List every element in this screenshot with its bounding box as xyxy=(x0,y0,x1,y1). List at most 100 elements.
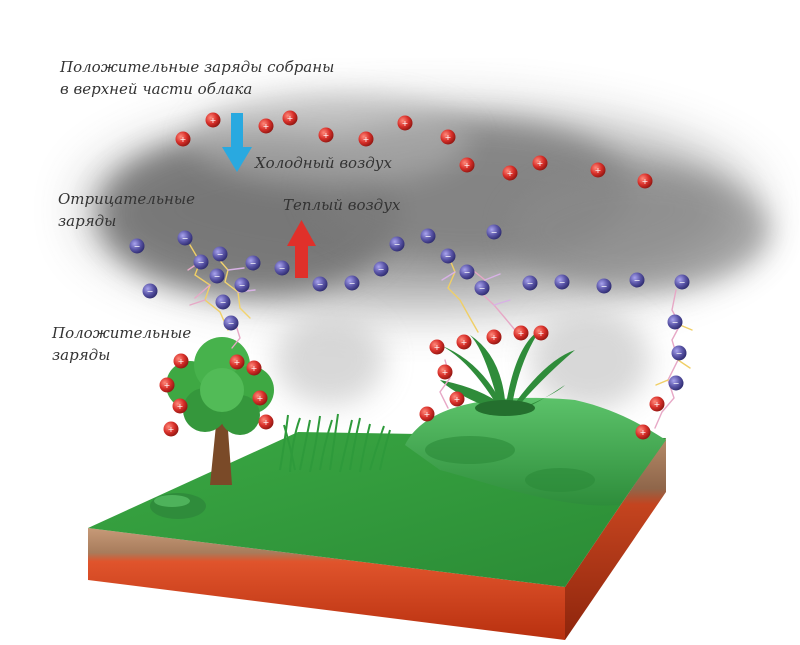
negative-charge: − xyxy=(671,345,687,361)
positive-charge: + xyxy=(258,118,274,134)
svg-text:−: − xyxy=(601,282,608,291)
negative-charge: − xyxy=(674,274,690,290)
negative-charge: − xyxy=(223,315,239,331)
positive-charges-ground-label: Положительные заряды xyxy=(52,322,191,366)
positive-charge: + xyxy=(229,354,245,370)
svg-text:+: + xyxy=(251,364,258,373)
negative-charge: − xyxy=(193,254,209,270)
svg-text:+: + xyxy=(595,166,602,175)
negative-charge: − xyxy=(245,255,261,271)
svg-text:−: − xyxy=(182,234,189,243)
positive-charges-top-label: Положительные заряды собраны в верхней ч… xyxy=(60,56,334,100)
svg-text:+: + xyxy=(402,119,409,128)
svg-text:−: − xyxy=(559,278,566,287)
positive-charge: + xyxy=(502,165,518,181)
negative-charge: − xyxy=(274,260,290,276)
svg-text:−: − xyxy=(679,278,686,287)
negative-charge: − xyxy=(389,236,405,252)
svg-text:+: + xyxy=(491,333,498,342)
negative-charge: − xyxy=(129,238,145,254)
svg-text:−: − xyxy=(527,279,534,288)
positive-charge: + xyxy=(513,325,529,341)
positive-charge: + xyxy=(175,131,191,147)
svg-text:−: − xyxy=(239,281,246,290)
positive-charge: + xyxy=(429,339,445,355)
svg-text:+: + xyxy=(180,135,187,144)
ground-block xyxy=(88,397,666,640)
svg-text:−: − xyxy=(217,250,224,259)
negative-charge: − xyxy=(215,294,231,310)
svg-text:−: − xyxy=(445,252,452,261)
negative-charge: − xyxy=(177,230,193,246)
svg-text:−: − xyxy=(214,272,221,281)
svg-text:−: − xyxy=(349,279,356,288)
svg-text:+: + xyxy=(168,425,175,434)
svg-text:−: − xyxy=(673,379,680,388)
negative-charge: − xyxy=(312,276,328,292)
svg-text:+: + xyxy=(461,338,468,347)
positive-charge: + xyxy=(440,129,456,145)
positive-charge: + xyxy=(637,173,653,189)
svg-text:+: + xyxy=(287,114,294,123)
warm-air-label: Теплый воздух xyxy=(283,196,401,214)
svg-text:+: + xyxy=(257,394,264,403)
svg-text:+: + xyxy=(164,381,171,390)
positive-charge: + xyxy=(532,155,548,171)
positive-charges-ground-line2: заряды xyxy=(52,346,111,364)
svg-text:+: + xyxy=(263,122,270,131)
negative-charge: − xyxy=(459,264,475,280)
svg-text:+: + xyxy=(538,329,545,338)
negative-charge: − xyxy=(420,228,436,244)
negative-charge: − xyxy=(486,224,502,240)
negative-charge: − xyxy=(344,275,360,291)
positive-charge: + xyxy=(590,162,606,178)
svg-text:+: + xyxy=(263,418,270,427)
negative-charge: − xyxy=(373,261,389,277)
svg-text:+: + xyxy=(178,357,185,366)
negative-charges-line1: Отрицательные xyxy=(58,190,195,208)
negative-charge: − xyxy=(629,272,645,288)
positive-charge: + xyxy=(437,364,453,380)
charges-layer: +++++++++++++++++++++++++++++++−−−−−−−−−… xyxy=(129,110,690,440)
positive-charge: + xyxy=(533,325,549,341)
positive-charge: + xyxy=(172,398,188,414)
positive-charge: + xyxy=(358,131,374,147)
svg-text:−: − xyxy=(147,287,154,296)
svg-text:−: − xyxy=(134,242,141,251)
svg-text:−: − xyxy=(464,268,471,277)
svg-text:+: + xyxy=(177,402,184,411)
svg-text:+: + xyxy=(654,400,661,409)
svg-text:+: + xyxy=(323,131,330,140)
positive-charges-top-line1: Положительные заряды собраны xyxy=(60,58,335,76)
positive-charge: + xyxy=(205,112,221,128)
positive-charge: + xyxy=(449,391,465,407)
negative-charge: − xyxy=(212,246,228,262)
svg-text:+: + xyxy=(445,133,452,142)
cold-air-label: Холодный воздух xyxy=(255,154,392,172)
positive-charge: + xyxy=(635,424,651,440)
svg-text:−: − xyxy=(634,276,641,285)
svg-text:−: − xyxy=(317,280,324,289)
svg-text:−: − xyxy=(279,264,286,273)
svg-text:+: + xyxy=(642,177,649,186)
negative-charge: − xyxy=(554,274,570,290)
svg-text:−: − xyxy=(378,265,385,274)
positive-charge: + xyxy=(282,110,298,126)
svg-text:−: − xyxy=(676,349,683,358)
svg-text:+: + xyxy=(363,135,370,144)
svg-text:+: + xyxy=(454,395,461,404)
svg-text:+: + xyxy=(507,169,514,178)
negative-charge: − xyxy=(522,275,538,291)
svg-text:−: − xyxy=(198,258,205,267)
negative-charge: − xyxy=(668,375,684,391)
svg-text:−: − xyxy=(250,259,257,268)
grass-patch xyxy=(279,413,391,473)
positive-charge: + xyxy=(397,115,413,131)
svg-text:+: + xyxy=(424,410,431,419)
negative-charge: − xyxy=(142,283,158,299)
svg-text:−: − xyxy=(672,318,679,327)
positive-charge: + xyxy=(456,334,472,350)
svg-text:+: + xyxy=(537,159,544,168)
svg-text:+: + xyxy=(234,358,241,367)
